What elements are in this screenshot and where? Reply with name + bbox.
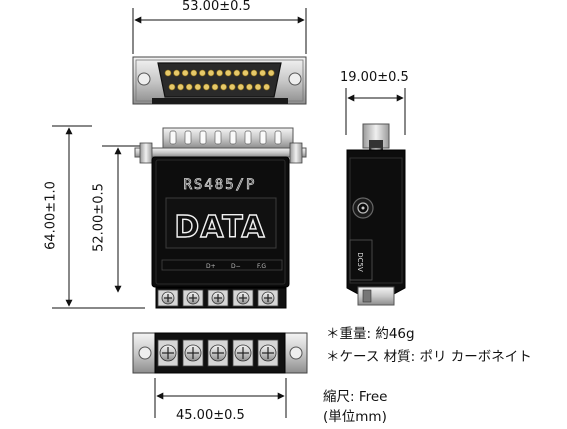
dim-side-depth: 19.00±0.5 — [340, 70, 409, 85]
pin — [259, 69, 266, 77]
pin — [185, 83, 193, 91]
pin-slot — [244, 130, 252, 145]
pin — [207, 69, 215, 77]
pin — [254, 83, 262, 91]
pin — [164, 69, 172, 77]
dim-terminal-width: 45.00±0.5 — [176, 408, 245, 423]
spec-weight: ＊重量: 約46g — [326, 326, 415, 342]
pin-slot — [169, 130, 177, 145]
pin — [173, 69, 180, 77]
side-power-label: DC5V — [356, 252, 364, 272]
logo-text: DATA — [174, 210, 265, 245]
pin-slot — [274, 130, 282, 145]
scale-note: 縮尺: Free — [323, 389, 388, 405]
front-view-body — [52, 125, 307, 309]
pin — [237, 83, 245, 91]
terminal-label-d-plus: D+ — [206, 263, 216, 270]
dim-overall-height: 64.00±1.0 — [43, 181, 59, 250]
pin — [267, 69, 275, 77]
bottom-view-terminal-block — [132, 332, 308, 418]
pin-slot — [229, 130, 237, 145]
pin — [199, 69, 206, 77]
pin — [194, 83, 202, 91]
pin — [216, 69, 223, 77]
pin — [263, 83, 270, 91]
pin — [246, 83, 253, 91]
unit-note: (単位mm) — [323, 409, 387, 425]
top-view-connector — [132, 8, 307, 105]
terminal-label-fg: F.G — [257, 263, 266, 270]
spec-case-material: ＊ケース 材質: ポリ カーボネイト — [326, 349, 532, 365]
pin — [181, 69, 189, 77]
pin-slot — [199, 130, 207, 145]
pin — [228, 83, 236, 91]
pin — [203, 83, 210, 91]
pin-slot — [214, 130, 222, 145]
pin — [177, 83, 184, 91]
pin-slot — [259, 130, 267, 145]
terminal-labels: D+ D− F.G — [206, 263, 266, 270]
pin — [168, 83, 176, 91]
side-view-body — [345, 88, 406, 306]
dim-body-height: 52.00±0.5 — [91, 183, 107, 252]
pin — [220, 83, 227, 91]
terminal-label-d-minus: D− — [231, 263, 241, 270]
pin — [250, 69, 258, 77]
model-label: RS485/P — [183, 177, 256, 193]
pin — [211, 83, 219, 91]
pin — [233, 69, 241, 77]
pin-slot — [184, 130, 192, 145]
pin — [190, 69, 198, 77]
pin — [224, 69, 232, 77]
dim-top-width: 53.00±0.5 — [182, 0, 251, 14]
pin — [242, 69, 249, 77]
